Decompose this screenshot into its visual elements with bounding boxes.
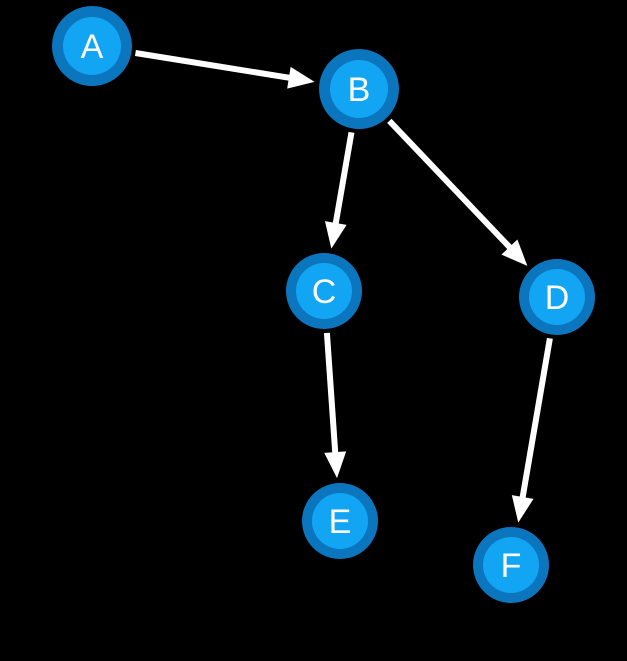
graph-node-c[interactable]: C bbox=[286, 253, 362, 329]
node-core bbox=[330, 60, 388, 118]
graph-node-d[interactable]: D bbox=[519, 259, 595, 335]
node-label: A bbox=[81, 28, 104, 66]
edge-b-to-c bbox=[324, 131, 355, 249]
edge-c-to-e bbox=[323, 332, 347, 479]
arrow-head-icon bbox=[287, 66, 315, 89]
edges-layer bbox=[134, 50, 553, 523]
arrow-head-icon bbox=[324, 221, 347, 249]
node-core bbox=[63, 17, 121, 75]
node-label: E bbox=[329, 503, 352, 541]
node-core bbox=[483, 537, 539, 593]
edge-line bbox=[323, 332, 339, 456]
arrow-head-icon bbox=[511, 495, 534, 523]
edge-line bbox=[332, 131, 355, 227]
node-core bbox=[296, 263, 352, 319]
graph-node-a[interactable]: A bbox=[52, 6, 132, 86]
edge-line bbox=[134, 50, 293, 82]
edge-a-to-b bbox=[134, 50, 315, 89]
node-core bbox=[312, 493, 368, 549]
arrow-head-icon bbox=[324, 451, 347, 479]
edge-line bbox=[387, 118, 514, 252]
node-core bbox=[529, 269, 585, 325]
edge-b-to-d bbox=[387, 118, 528, 266]
node-label: D bbox=[545, 279, 570, 317]
node-label: B bbox=[348, 71, 371, 109]
edge-line bbox=[519, 337, 553, 501]
node-label: C bbox=[312, 273, 337, 311]
graph-node-e[interactable]: E bbox=[302, 483, 378, 559]
nodes-layer: A B C D E F bbox=[52, 6, 595, 603]
arrow-head-icon bbox=[501, 239, 528, 266]
node-label: F bbox=[501, 547, 522, 585]
edge-d-to-f bbox=[511, 337, 553, 523]
graph-node-b[interactable]: B bbox=[319, 49, 399, 129]
graph-node-f[interactable]: F bbox=[473, 527, 549, 603]
